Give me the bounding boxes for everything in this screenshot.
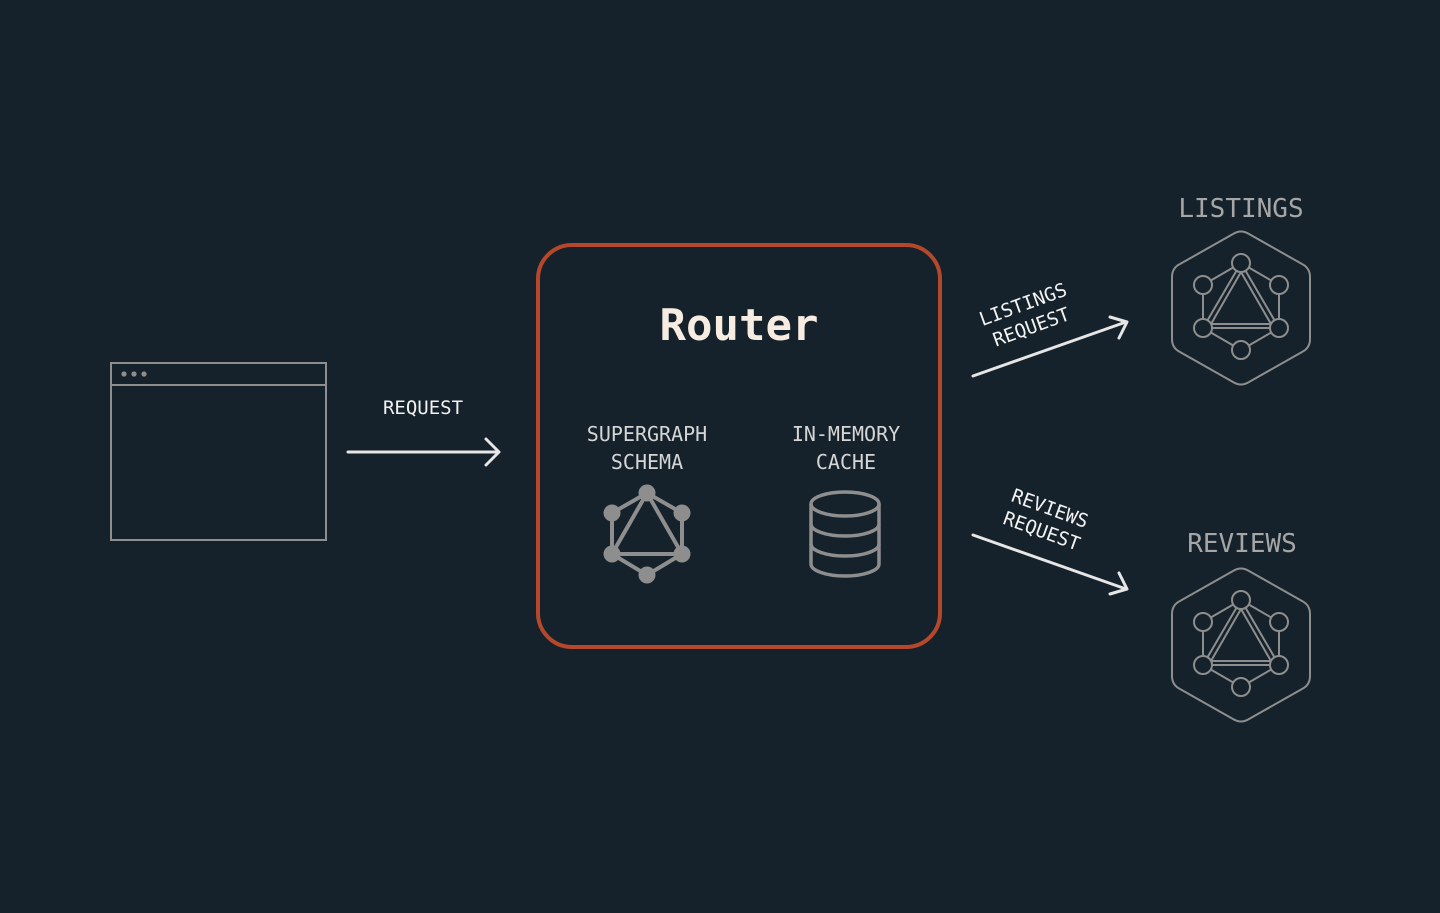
request-label: REQUEST bbox=[383, 397, 463, 419]
database-icon bbox=[809, 490, 881, 578]
reviews-service-label: REVIEWS bbox=[1187, 529, 1297, 559]
reviews-request-arrow bbox=[971, 533, 1129, 596]
graphql-hexagon-icon bbox=[1171, 230, 1311, 386]
router-box bbox=[536, 243, 942, 649]
graphql-hexagon-icon bbox=[1171, 567, 1311, 723]
listings-request-arrow bbox=[971, 315, 1129, 378]
supergraph-label-line1: SUPERGRAPH bbox=[587, 422, 707, 446]
cache-label-line2: CACHE bbox=[816, 450, 876, 474]
supergraph-label-line2: SCHEMA bbox=[611, 450, 683, 474]
request-arrow bbox=[346, 437, 501, 467]
router-title: Router bbox=[660, 300, 819, 351]
graphql-icon bbox=[603, 484, 691, 584]
cache-label-line1: IN-MEMORY bbox=[792, 422, 900, 446]
listings-service-label: LISTINGS bbox=[1178, 194, 1303, 224]
browser-window-icon bbox=[110, 362, 327, 541]
